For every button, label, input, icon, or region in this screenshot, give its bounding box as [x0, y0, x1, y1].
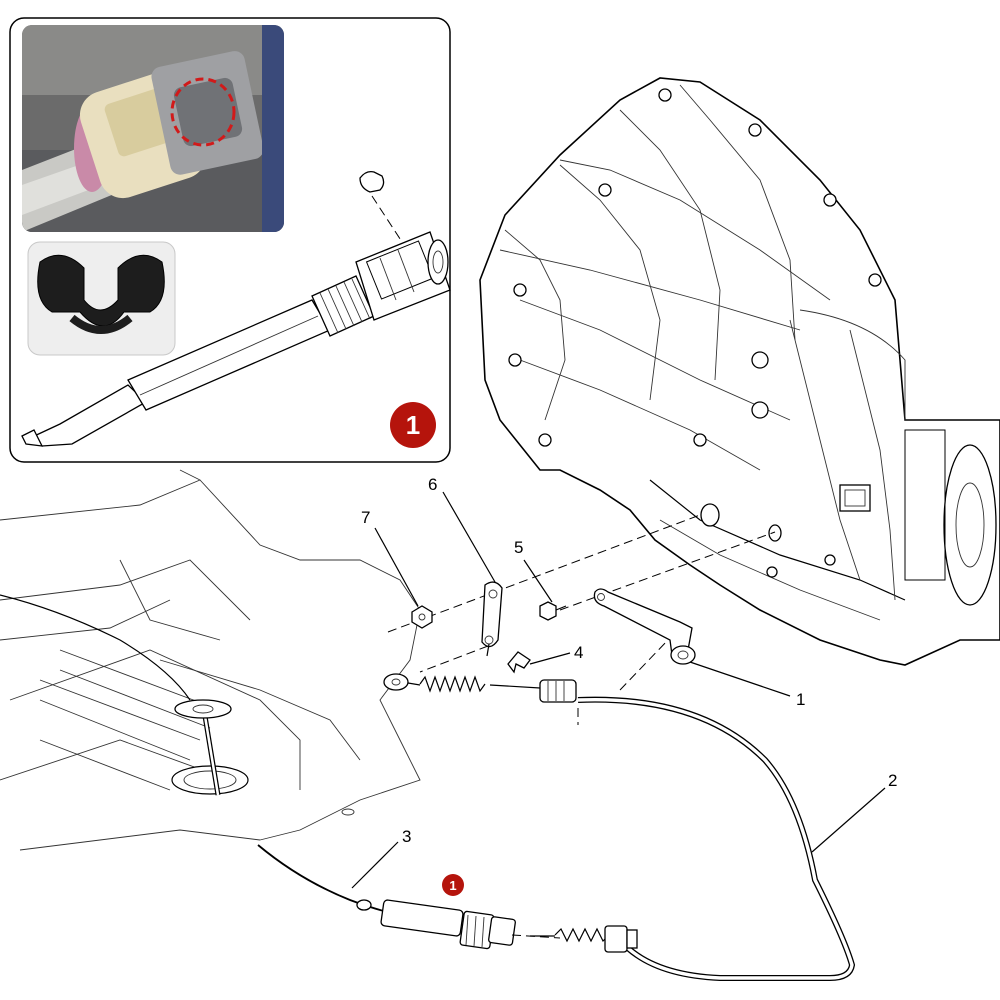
callout-5: 5	[514, 538, 523, 557]
part-1-bracket	[593, 588, 696, 665]
retaining-clip-photo	[27, 241, 176, 356]
shift-cable	[257, 696, 856, 981]
callout-2: 2	[888, 771, 897, 790]
cable-transmission-end	[383, 673, 577, 703]
callout-7: 7	[361, 508, 370, 527]
cable-badge-label: 1	[449, 878, 456, 893]
callout-1: 1	[796, 690, 805, 709]
cable-end-photo	[22, 25, 284, 232]
part-6-link	[481, 581, 503, 657]
callout-leaders	[351, 491, 886, 889]
callout-3: 3	[402, 827, 411, 846]
part-5-bolt	[539, 601, 567, 621]
inset-badge: 1	[390, 402, 436, 448]
cable-badge: 1	[442, 874, 464, 896]
callout-6: 6	[428, 475, 437, 494]
vehicle-floor-pan	[0, 469, 421, 851]
callout-labels: 1 2 3 4 5 6 7	[361, 475, 897, 846]
part-7-nut	[411, 605, 433, 629]
shift-linkage	[383, 514, 776, 725]
detail-inset: 1	[9, 17, 451, 463]
callout-4: 4	[574, 643, 583, 662]
inset-badge-label: 1	[406, 410, 420, 440]
transmission-assembly	[479, 77, 1000, 666]
part-4-clip	[507, 651, 531, 674]
cable-end-drawing	[21, 170, 451, 447]
